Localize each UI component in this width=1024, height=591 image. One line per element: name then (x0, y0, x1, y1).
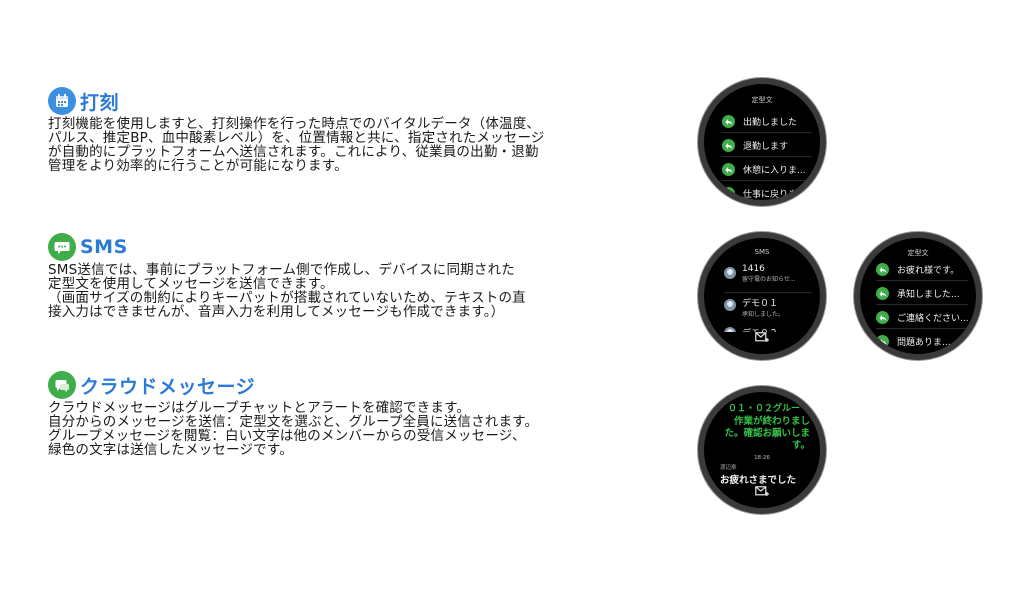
template-label: 出勤しました (743, 118, 798, 128)
section-header: クラウドメッセージ (48, 370, 538, 400)
avatar (724, 299, 736, 311)
template-label: ご連絡ください... (897, 314, 969, 324)
divider (722, 180, 812, 181)
watch-templates-timecard: 定型文 出勤しました 退勤します 休憩に入りま... 仕事に戻りま (698, 78, 826, 206)
sms-preview: 留守電のお知らせ... (742, 276, 796, 283)
divider (722, 132, 812, 133)
section-header: 打刻 (48, 86, 545, 116)
divider (876, 304, 968, 305)
reply-icon (876, 287, 889, 300)
sms-sender: 1416 (742, 264, 765, 274)
calendar-icon (48, 87, 76, 115)
reply-icon (722, 163, 735, 176)
template-item[interactable]: 出勤しました (722, 115, 797, 128)
sent-message: 作業が終わりました。確認お願いします。 (724, 416, 810, 451)
reply-icon (876, 311, 889, 324)
template-item[interactable]: 休憩に入りま... (722, 163, 806, 176)
template-label: 問題ありま... (897, 338, 951, 348)
template-label: 承知しました... (897, 290, 960, 300)
watch-screen-title: SMS (754, 248, 770, 256)
watch-screen-title: 定型文 (907, 249, 929, 257)
section-description: SMS送信では、事前にプラットフォーム側で作成し、デバイスに同期された 定型文を… (48, 262, 526, 320)
sms-thread[interactable]: 1416 留守電のお知らせ... (724, 264, 796, 283)
section-description: クラウドメッセージはグループチャットとアラートを確認できます。 自分からのメッセ… (48, 400, 539, 458)
section-cloud-message: クラウドメッセージ クラウドメッセージはグループチャットとアラートを確認できます… (48, 370, 538, 457)
template-label: お疲れ様です。 (897, 266, 960, 276)
avatar (724, 267, 736, 279)
section-timecard: 打刻 打刻機能を使用しますと、打刻操作を行った時点でのバイタルデータ（体温度、 … (48, 86, 545, 173)
watch-sms: SMS 1416 留守電のお知らせ... デモ０１ 承知しました。 デモ０２ (698, 232, 826, 360)
template-item[interactable]: 退勤します (722, 139, 788, 152)
message-time: 18:26 (754, 455, 770, 461)
template-item[interactable]: 承知しました... (876, 287, 960, 300)
template-label: 退勤します (743, 142, 789, 152)
watch-templates-sms: 定型文 お疲れ様です。 承知しました... ご連絡ください... 問題ありま..… (854, 232, 982, 360)
sms-sender: デモ０１ (742, 299, 779, 309)
compose-mail-icon[interactable] (755, 328, 769, 347)
reply-icon (722, 139, 735, 152)
received-message: お疲れさまでした (720, 475, 797, 486)
watch-screen-title: 定型文 (751, 96, 773, 104)
template-item[interactable]: ご連絡ください... (876, 311, 969, 324)
section-title: クラウドメッセージ (80, 375, 256, 398)
template-item[interactable]: お疲れ様です。 (876, 263, 959, 276)
sender-name: 渡辺楽 (720, 465, 737, 471)
reply-icon (876, 335, 889, 348)
compose-bar (704, 332, 820, 354)
divider (724, 292, 812, 293)
section-sms: SMS SMS送信では、事前にプラットフォーム側で作成し、デバイスに同期された … (48, 232, 526, 319)
group-name: ０１・０２グルー (728, 404, 801, 414)
template-label: 休憩に入りま... (743, 166, 806, 176)
template-item[interactable]: 仕事に戻りま (722, 187, 797, 200)
sms-thread[interactable]: デモ０１ 承知しました。 (724, 296, 784, 318)
reply-icon (876, 263, 889, 276)
reply-icon (722, 115, 735, 128)
section-title: 打刻 (80, 91, 120, 114)
cloud-message-icon (48, 371, 76, 399)
compose-mail-icon[interactable] (755, 482, 769, 501)
section-description: 打刻機能を使用しますと、打刻操作を行った時点でのバイタルデータ（体温度、 パルス… (48, 116, 545, 174)
reply-icon (722, 187, 735, 200)
section-title: SMS (80, 236, 128, 258)
divider (876, 280, 968, 281)
watch-cloud-chat: ０１・０２グルー 作業が終わりました。確認お願いします。 18:26 渡辺楽 お… (698, 386, 826, 514)
chat-bubble-icon (48, 233, 76, 261)
sms-preview: 承知しました。 (742, 311, 785, 318)
divider (722, 156, 812, 157)
template-label: 仕事に戻りま (743, 190, 798, 200)
section-header: SMS (48, 232, 526, 262)
template-item[interactable]: 問題ありま... (876, 335, 951, 348)
divider (876, 328, 968, 329)
